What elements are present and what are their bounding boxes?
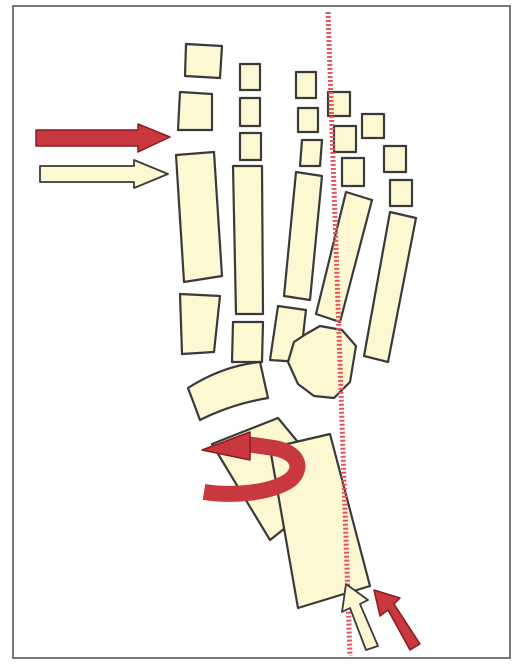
third-distal-phalanx bbox=[296, 72, 316, 98]
fifth-distal-phalanx bbox=[362, 114, 384, 138]
fourth-proximal-phalanx bbox=[342, 158, 364, 186]
second-distal-phalanx bbox=[240, 64, 260, 90]
fourth-middle-phalanx bbox=[334, 126, 356, 152]
intermediate-cuneiform bbox=[232, 322, 263, 362]
third-proximal-phalanx bbox=[300, 140, 322, 166]
third-middle-phalanx bbox=[298, 108, 318, 132]
hallux-distal-phalanx bbox=[185, 44, 222, 78]
hallux-proximal-phalanx bbox=[178, 92, 212, 130]
second-proximal-phalanx bbox=[240, 133, 261, 160]
first-metatarsal bbox=[176, 152, 222, 282]
fifth-middle-phalanx bbox=[384, 146, 406, 172]
medial-cuneiform bbox=[180, 294, 220, 354]
second-middle-phalanx bbox=[240, 98, 260, 126]
fifth-proximal-phalanx bbox=[390, 180, 412, 206]
second-metatarsal bbox=[233, 166, 263, 314]
